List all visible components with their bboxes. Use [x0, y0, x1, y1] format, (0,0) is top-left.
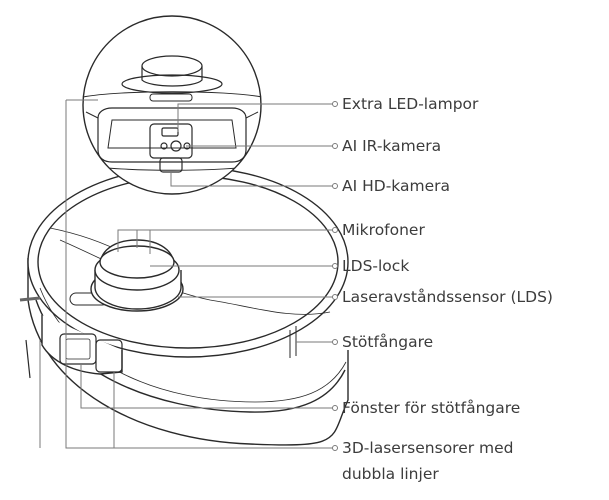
leader-bumper-window — [80, 364, 335, 409]
leader-laser-sensors — [65, 100, 335, 449]
leader-lines — [39, 99, 338, 451]
label-laser-sensors-line1: 3D-lasersensorer med — [342, 439, 514, 457]
label-bumper: Stötfångare — [342, 333, 434, 351]
label-ai-hd-camera: AI HD-kamera — [342, 177, 450, 195]
label-bumper-window: Fönster för stötfångare — [342, 399, 521, 417]
label-microphones: Mikrofoner — [342, 221, 425, 239]
leader-extra-led — [177, 103, 335, 132]
leader-microphones — [117, 229, 335, 252]
label-lds-cover: LDS-lock — [342, 257, 410, 275]
label-lds-sensor: Laseravståndssensor (LDS) — [342, 288, 553, 306]
robot-body — [19, 166, 349, 446]
label-extra-led: Extra LED-lampor — [342, 95, 479, 113]
leader-ai-hd-camera — [170, 172, 335, 187]
label-laser-sensors-line2: dubbla linjer — [342, 465, 439, 483]
label-ai-ir-camera: AI IR-kamera — [342, 137, 442, 155]
magnifier-detail — [82, 15, 262, 195]
